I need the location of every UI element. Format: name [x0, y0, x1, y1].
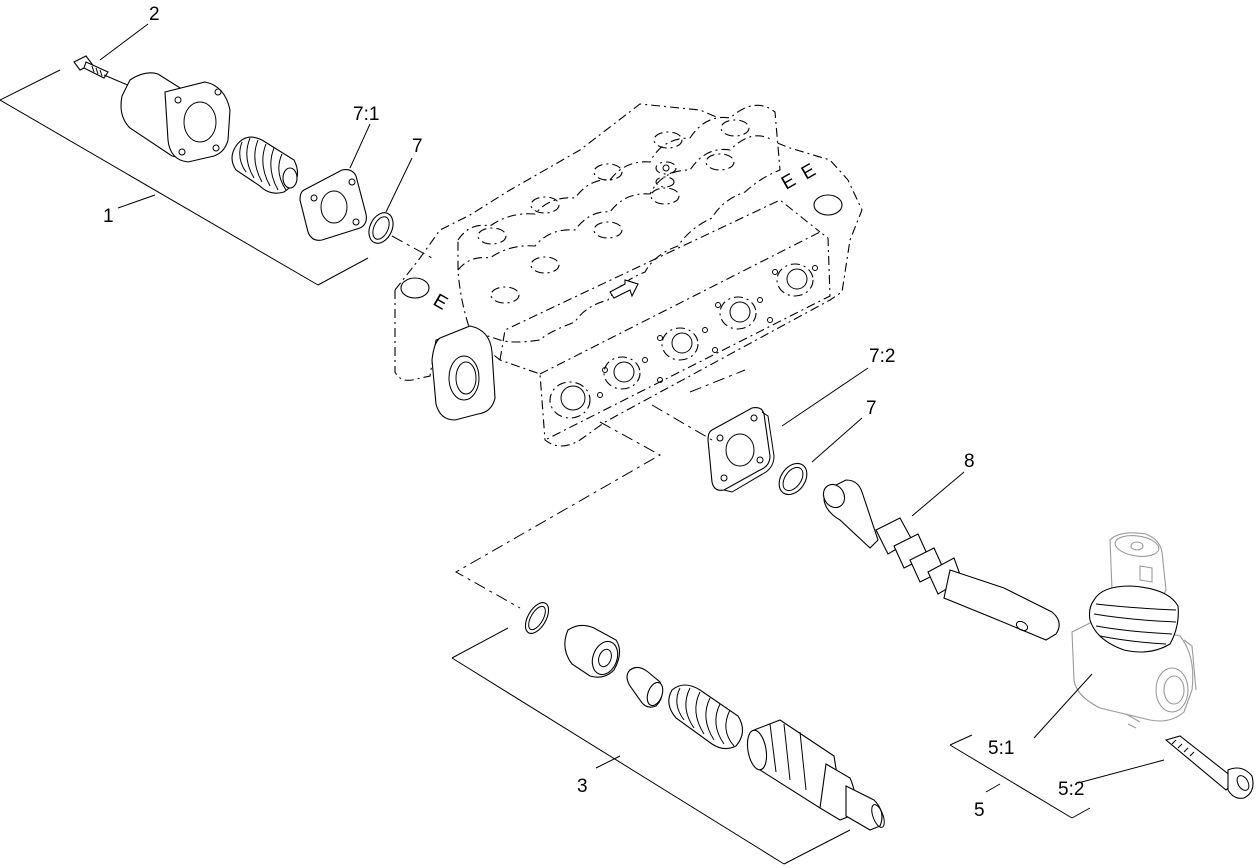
callout-8: 8: [964, 451, 975, 472]
assembly-5-bracket: [949, 734, 1091, 819]
callout-7-2: 7:2: [869, 346, 895, 367]
assembly-1-bracket: [0, 69, 369, 286]
callout-5-2: 5:2: [1058, 779, 1084, 800]
part-8-spool: [822, 471, 1060, 641]
part-spring-1: [231, 136, 299, 194]
callout-1: 1: [103, 206, 114, 227]
part-3-valve-cartridge: [746, 719, 885, 831]
part-5-2-screw: [1077, 713, 1254, 799]
callout-7-middle: 7: [866, 398, 877, 419]
part-7-2-flange-plate: [707, 367, 869, 493]
part-7-1-flange-plate: [299, 123, 371, 241]
callout-3: 3: [577, 776, 588, 797]
part-7-oring-top: [368, 157, 433, 259]
part-1-cap-housing: [120, 72, 231, 163]
part-7-oring-middle: [778, 417, 863, 496]
part-3-bushing: [564, 624, 621, 678]
callout-5-1: 5:1: [988, 738, 1014, 759]
callout-5: 5: [974, 800, 985, 821]
part-5-1-lever-housing: [1033, 532, 1197, 739]
part-3-spring: [668, 684, 744, 750]
part-3-poppet: [626, 666, 664, 708]
callout-2: 2: [149, 4, 160, 25]
callout-7-top: 7: [412, 136, 423, 157]
part-3-oring: [524, 602, 550, 634]
valve-block-body: E E E: [394, 103, 863, 447]
assembly-3-bracket: [451, 627, 851, 865]
part-2-screw: [73, 23, 149, 87]
callout-7-1: 7:1: [353, 104, 379, 125]
